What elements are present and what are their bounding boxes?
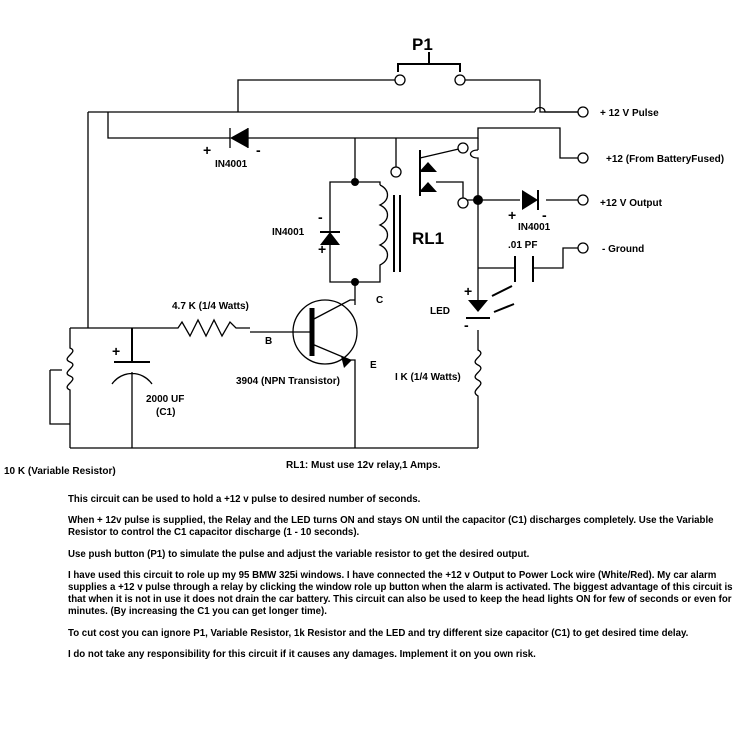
- junction-dot: [473, 195, 483, 205]
- terminal-ground: [577, 242, 589, 254]
- transistor-label: 3904 (NPN Transistor): [236, 376, 340, 387]
- led-label: LED: [430, 306, 450, 317]
- note-paragraph: I have used this circuit to role up my 9…: [68, 569, 733, 618]
- ground-cap-wire: [478, 247, 578, 269]
- battery-rail-left: [107, 112, 230, 139]
- note-paragraph: To cut cost you can ignore P1, Variable …: [68, 627, 689, 639]
- big-capacitor-name: (C1): [156, 407, 175, 418]
- base-resistor-label: 4.7 K (1/4 Watts): [172, 301, 249, 312]
- diode-relay-plus: +: [318, 241, 326, 257]
- led-arrows: [491, 285, 515, 313]
- led-plus: +: [464, 283, 472, 299]
- variable-resistor: [66, 328, 74, 448]
- diode-top-minus: -: [256, 142, 261, 158]
- diode-output-minus: -: [542, 207, 547, 223]
- transistor-leads: [311, 299, 356, 448]
- big-capacitor-plus: +: [112, 343, 120, 359]
- relay-no-contact: [457, 197, 469, 209]
- diode-top-icon: [230, 128, 248, 148]
- pin-b-label: B: [265, 336, 272, 347]
- relay-label: RL1: [412, 229, 444, 248]
- relay-core: [393, 195, 401, 272]
- big-capacitor-curve: [111, 372, 153, 448]
- terminal-battery: [577, 152, 589, 164]
- pin-c-label: C: [376, 295, 383, 306]
- note-paragraph: I do not take any responsibility for thi…: [68, 648, 536, 660]
- pushbutton-contact: [394, 74, 406, 86]
- led-minus: -: [464, 317, 469, 333]
- diode-relay-label: IN4001: [272, 227, 305, 238]
- pushbutton-label: P1: [412, 35, 433, 54]
- coil-top-wire: [329, 138, 381, 283]
- relay-nc-contact: [457, 142, 469, 154]
- terminal-pulse: [577, 106, 589, 118]
- small-capacitor-label: .01 PF: [508, 240, 537, 251]
- note-paragraph: This circuit can be used to hold a +12 v…: [68, 494, 421, 505]
- diode-output-icon: [522, 190, 538, 210]
- diode-output-label: IN4001: [518, 222, 551, 233]
- diode-relay-icon: [320, 232, 340, 245]
- terminal-output: [577, 194, 589, 206]
- pin-e-label: E: [370, 360, 377, 371]
- pulse-wire: [460, 79, 578, 113]
- junction-dot: [351, 278, 359, 286]
- diode-top-plus: +: [203, 142, 211, 158]
- note-paragraph: Use push button (P1) to simulate the pul…: [68, 548, 530, 560]
- relay-contacts: [395, 138, 478, 201]
- pushbutton-actuator: [397, 52, 461, 72]
- relay-contact-arrow-icon-2: [419, 182, 437, 192]
- battery-rail-right: [248, 127, 578, 159]
- diode-output-plus: +: [508, 207, 516, 223]
- note-paragraph: When + 12v pulse is supplied, the Relay …: [68, 515, 714, 539]
- diode-top-label: IN4001: [215, 159, 248, 170]
- small-capacitor: [514, 256, 534, 282]
- variable-resistor-caption: 10 K (Variable Resistor): [4, 466, 116, 477]
- emitter-arrow-icon: [341, 356, 352, 368]
- relay-common-contact: [390, 166, 402, 178]
- led-resistor: [474, 330, 482, 448]
- terminal-battery-label: +12 (From BatteryFused): [606, 154, 724, 165]
- terminal-ground-label: - Ground: [602, 244, 644, 255]
- terminal-pulse-label: + 12 V Pulse: [600, 108, 659, 119]
- circuit-notes: This circuit can be used to hold a +12 v…: [68, 494, 740, 670]
- crossover-2: [469, 149, 479, 200]
- relay-note-caption: RL1: Must use 12v relay,1 Amps.: [286, 460, 441, 471]
- terminal-output-label: +12 V Output: [600, 198, 663, 209]
- relay-contact-arrow-icon: [419, 162, 437, 172]
- big-capacitor-plate: [114, 328, 150, 363]
- relay-coil: [355, 184, 389, 283]
- led-icon: [468, 300, 488, 312]
- wire-crossover: [534, 106, 578, 113]
- variable-resistor-wiper: [49, 369, 70, 425]
- diode-relay-minus: -: [318, 209, 323, 225]
- junction-dot: [351, 178, 359, 186]
- base-resistor: [70, 318, 250, 338]
- circuit-schematic: P1 RL1 + - IN4001 - + IN4001 + - IN4001 …: [49, 35, 724, 449]
- pushbutton-contact: [454, 74, 466, 86]
- led-resistor-label: I K (1/4 Watts): [395, 372, 461, 383]
- big-capacitor-value: 2000 UF: [146, 394, 184, 405]
- pushbutton-left-wire: [237, 79, 400, 112]
